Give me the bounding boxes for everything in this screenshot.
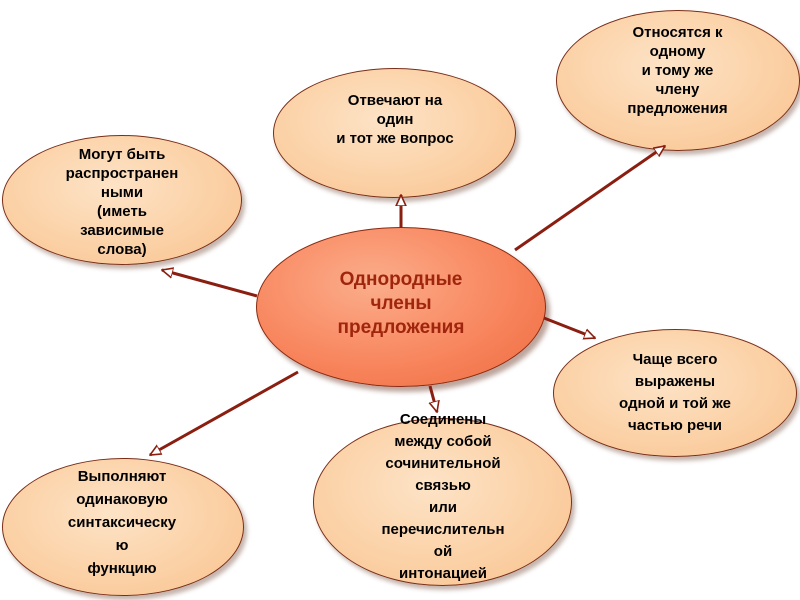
node-right-line: Чаще всего	[632, 351, 718, 368]
center-label: Однородные члены предложения	[301, 268, 501, 340]
node-left-line: слова)	[97, 241, 147, 258]
center-ellipse	[256, 227, 546, 387]
center-label-line: Однородные	[339, 269, 463, 290]
arrow-to-top-right	[514, 144, 665, 252]
node-top-right-line: и тому же	[641, 62, 714, 79]
node-bottom-line: ой	[433, 543, 453, 560]
node-top-right-line: Относятся к	[632, 24, 723, 41]
node-right-label: Чаще всего выражены одной и той же часть…	[575, 349, 775, 437]
node-bottom-left-label: Выполняют одинаковую синтаксическу ю фун…	[22, 465, 222, 580]
node-left-ellipse	[2, 135, 242, 265]
node-left-label: Могут быть распространен ными (иметь зав…	[27, 145, 217, 259]
center-label-line: члены	[370, 293, 432, 314]
node-left-line: зависимые	[80, 222, 164, 239]
node-right-line: выражены	[634, 373, 716, 390]
node-top-right-line: одному	[649, 43, 706, 60]
node-bottom-line: или	[429, 499, 457, 516]
node-top-line: и тот же вопрос	[336, 130, 454, 147]
node-bottom-line: сочинительной	[385, 455, 501, 472]
node-top-label: Отвечают на один и тот же вопрос	[290, 91, 500, 148]
node-left-line: распространен	[65, 165, 179, 182]
node-bottom-left-line: одинаковую	[76, 491, 168, 508]
node-left-line: (иметь	[96, 203, 148, 220]
node-top-right-label: Относятся к одному и тому же члену предл…	[575, 23, 780, 118]
node-top-ellipse	[273, 68, 516, 198]
node-right-ellipse	[553, 329, 797, 457]
node-top-right-line: предложения	[627, 100, 728, 117]
node-bottom-line: между собой	[394, 433, 492, 450]
node-top-right-ellipse	[556, 10, 800, 151]
node-right-line: одной и той же	[619, 395, 731, 412]
arrow-to-bottom-left	[150, 370, 299, 457]
node-top-line: один	[376, 111, 414, 128]
node-top-right-line: члену	[655, 81, 700, 98]
node-bottom-line: интонацией	[398, 565, 487, 582]
node-top-line: Отвечают на	[347, 92, 443, 109]
node-left-line: Могут быть	[78, 146, 166, 163]
node-bottom-line: Соединены	[399, 411, 487, 428]
node-bottom-line: связью	[415, 477, 471, 494]
node-bottom-left-line: Выполняют	[77, 468, 167, 485]
node-left-line: ными	[100, 184, 144, 201]
node-bottom-left-line: ю	[115, 537, 129, 554]
arrow-to-left	[162, 270, 258, 298]
node-bottom-left-line: синтаксическу	[67, 514, 177, 531]
arrow-to-right	[543, 316, 595, 338]
node-bottom-line: перечислительн	[381, 521, 505, 538]
center-label-line: предложения	[337, 317, 465, 338]
node-bottom-left-line: функцию	[87, 560, 157, 577]
node-bottom-left-ellipse	[2, 458, 244, 596]
node-bottom-ellipse	[313, 418, 572, 586]
node-bottom-label: Соединены между собой сочинительной связ…	[338, 409, 548, 585]
node-right-line: частью речи	[628, 417, 722, 434]
